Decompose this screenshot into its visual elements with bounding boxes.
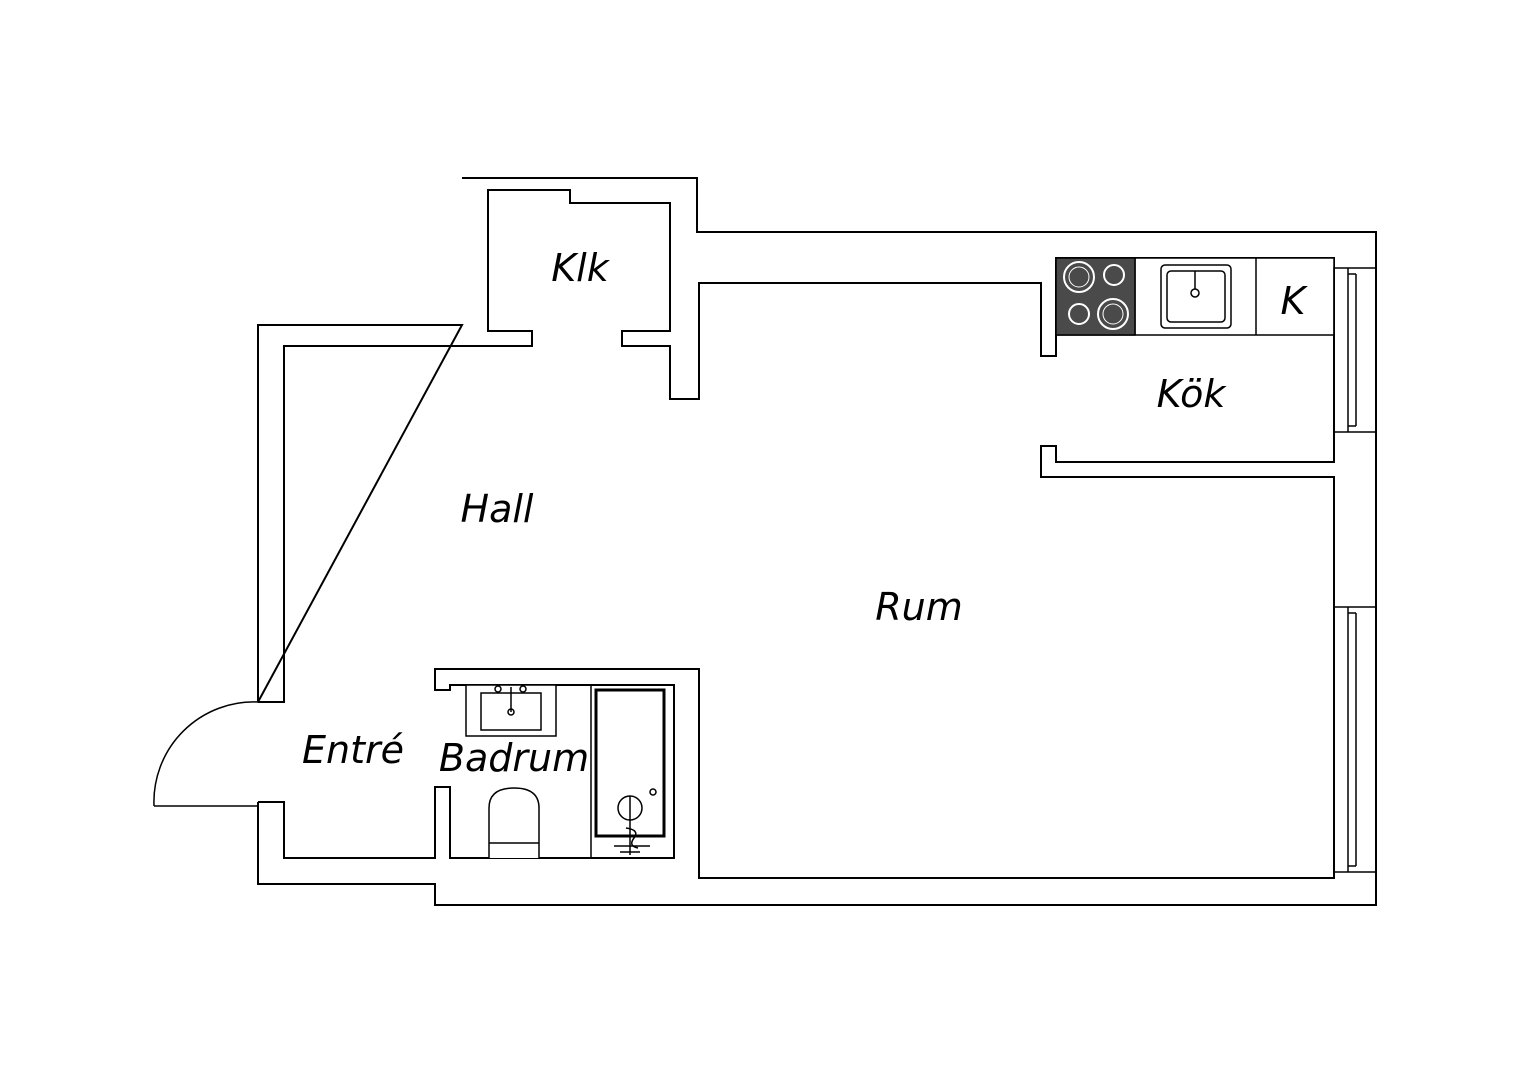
room-label-kok: Kök [1157, 372, 1228, 416]
kitchen-sink-icon [1160, 264, 1232, 329]
room-label-entre: Entré [302, 728, 404, 772]
outer-wall [257, 177, 1377, 906]
room-label-hall: Hall [461, 487, 534, 531]
room-label-klk: Klk [551, 246, 610, 290]
kitchen-window [1333, 267, 1377, 433]
room-window [1333, 606, 1377, 873]
room-label-kyl: K [1281, 279, 1309, 323]
stove-icon [1055, 257, 1136, 336]
bathtub-icon [594, 688, 666, 855]
kitchen-counter [1055, 257, 1335, 336]
room-label-badrum: Badrum [439, 736, 589, 780]
toilet-icon [488, 787, 540, 858]
bathroom-fixtures [465, 684, 666, 858]
entrance-door [153, 701, 259, 807]
washbasin-icon [465, 684, 557, 737]
room-label-rum: Rum [875, 585, 963, 629]
